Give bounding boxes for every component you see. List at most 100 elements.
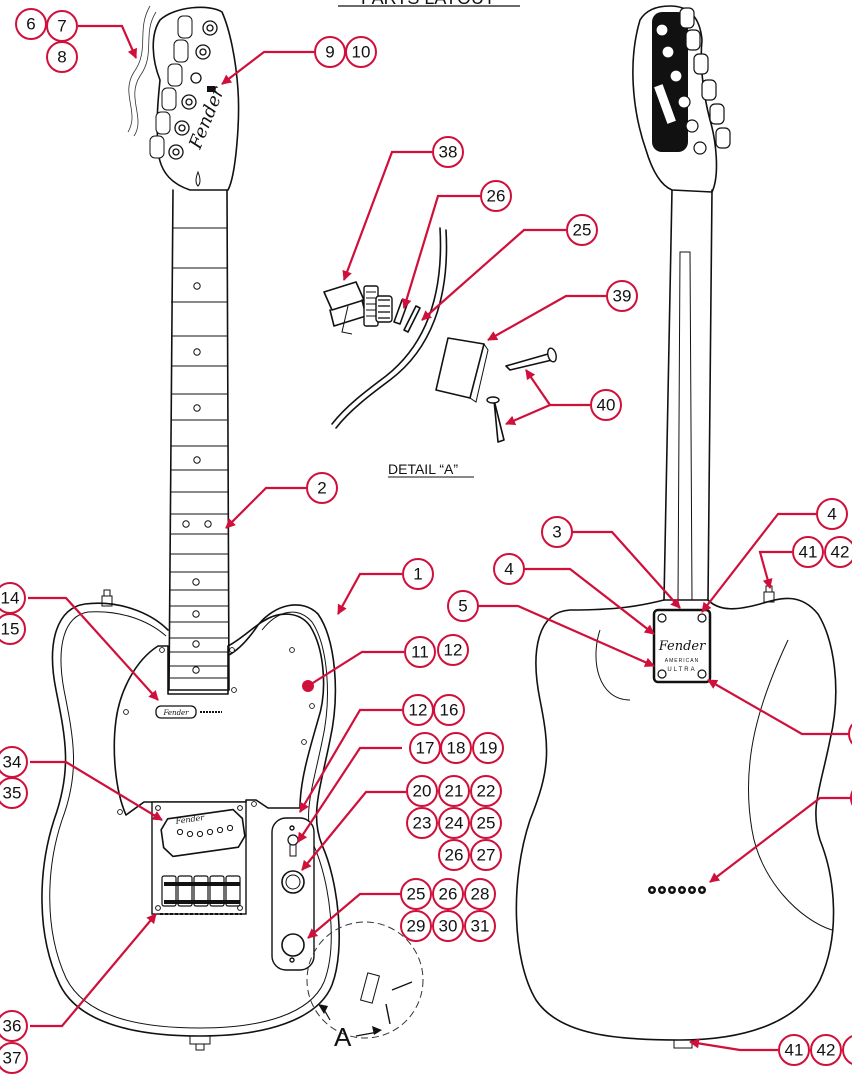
svg-text:41: 41 (799, 543, 818, 562)
svg-text:Fender: Fender (174, 813, 206, 826)
front-neck (168, 189, 230, 691)
callout-40: 40 (590, 389, 622, 421)
svg-text:6: 6 (26, 15, 35, 34)
callout-6: 6 (15, 8, 47, 40)
screws (486, 347, 557, 443)
svg-text:A: A (334, 1022, 352, 1052)
neck-pickup: Fender (155, 705, 222, 719)
detail-a-circle (306, 921, 424, 1039)
svg-text:AMERICAN: AMERICAN (665, 658, 699, 664)
svg-text:19: 19 (479, 739, 498, 758)
callout-36: 36 (0, 1010, 28, 1042)
callout-20: 20 (406, 775, 438, 807)
callout-12: 12 (402, 694, 434, 726)
back-tuners (652, 7, 731, 155)
detail-a-marker: A (318, 1004, 382, 1052)
callout-29: 29 (400, 910, 432, 942)
callout-11: 11 (404, 636, 436, 668)
svg-text:35: 35 (3, 784, 22, 803)
svg-text:36: 36 (3, 1017, 22, 1036)
callout-23: 23 (406, 807, 438, 839)
leader-lines (28, 24, 852, 1052)
svg-text:42: 42 (831, 543, 850, 562)
callout-41-bottom: 41 (778, 1034, 810, 1066)
detail-a-parts-small (359, 972, 413, 1025)
svg-text:39: 39 (613, 287, 632, 306)
svg-text:25: 25 (407, 885, 426, 904)
svg-text:34: 34 (3, 753, 22, 772)
pickguard (113, 613, 325, 816)
callout-42-bottom: 42 (810, 1034, 842, 1066)
svg-text:21: 21 (445, 782, 464, 801)
svg-text:12: 12 (444, 641, 463, 660)
svg-text:PARTS LAYOUT: PARTS LAYOUT (361, 0, 495, 8)
output-jack (323, 281, 421, 335)
callout-19: 19 (472, 732, 504, 764)
jack-cup (435, 337, 485, 399)
callout-27: 27 (470, 839, 502, 871)
callout-4-left: 4 (493, 553, 525, 585)
svg-text:42: 42 (817, 1041, 836, 1060)
callout-22: 22 (470, 775, 502, 807)
callout-30: 30 (432, 910, 464, 942)
svg-text:23: 23 (413, 814, 432, 833)
callout-42-top: 42 (824, 536, 852, 568)
callout-18: 18 (440, 732, 472, 764)
front-headstock (152, 6, 240, 191)
svg-text:18: 18 (447, 739, 466, 758)
front-body (41, 602, 340, 1037)
callout-26-lower: 26 (432, 878, 464, 910)
svg-text:27: 27 (477, 846, 496, 865)
callout-37: 37 (0, 1042, 28, 1074)
callout-38: 38 (432, 136, 464, 168)
svg-text:26: 26 (487, 187, 506, 206)
svg-text:11: 11 (411, 643, 429, 662)
svg-text:4: 4 (504, 560, 513, 579)
svg-text:28: 28 (471, 885, 490, 904)
svg-text:24: 24 (445, 814, 464, 833)
svg-text:40: 40 (597, 396, 616, 415)
svg-text:15: 15 (1, 620, 20, 639)
detail-a-parts: DETAIL “A” (323, 227, 557, 478)
callout-partial-right-1 (848, 723, 852, 745)
svg-text:12: 12 (409, 701, 428, 720)
callout-31: 31 (464, 910, 496, 942)
callout-35: 35 (0, 777, 28, 809)
callout-5: 5 (447, 590, 479, 622)
callout-26-detail: 26 (480, 180, 512, 212)
svg-text:22: 22 (477, 782, 496, 801)
detail-a-label: DETAIL “A” (388, 461, 458, 477)
svg-text:41: 41 (785, 1041, 804, 1060)
callout-26: 26 (438, 839, 470, 871)
string-ferrules (648, 886, 706, 894)
svg-text:16: 16 (440, 701, 459, 720)
back-guitar: Fender AMERICAN ULTRA (515, 5, 837, 1049)
front-guitar: Fender (41, 5, 424, 1052)
callout-14: 14 (0, 582, 26, 614)
svg-text:5: 5 (458, 597, 467, 616)
svg-text:25: 25 (477, 814, 496, 833)
svg-text:1: 1 (413, 565, 422, 584)
cable (335, 229, 448, 429)
callout-25: 25 (470, 807, 502, 839)
callout-25-detail: 25 (566, 214, 598, 246)
callout-3: 3 (541, 516, 573, 548)
callout-8: 8 (46, 41, 78, 73)
callout-28: 28 (464, 878, 496, 910)
back-headstock (632, 5, 718, 193)
svg-text:26: 26 (439, 885, 458, 904)
callout-17: 17 (409, 732, 441, 764)
svg-text:31: 31 (471, 917, 490, 936)
svg-text:9: 9 (325, 43, 334, 62)
callout-2: 2 (306, 472, 338, 504)
callout-41-top: 41 (792, 536, 824, 568)
callout-partial-right-3 (842, 1035, 852, 1065)
svg-text:7: 7 (57, 17, 66, 36)
control-plate (271, 817, 315, 971)
svg-text:25: 25 (573, 221, 592, 240)
callout-12-top: 12 (437, 634, 469, 666)
front-headstock-logo: Fender (185, 83, 230, 153)
callout-10: 10 (345, 36, 377, 68)
callout-21: 21 (438, 775, 470, 807)
